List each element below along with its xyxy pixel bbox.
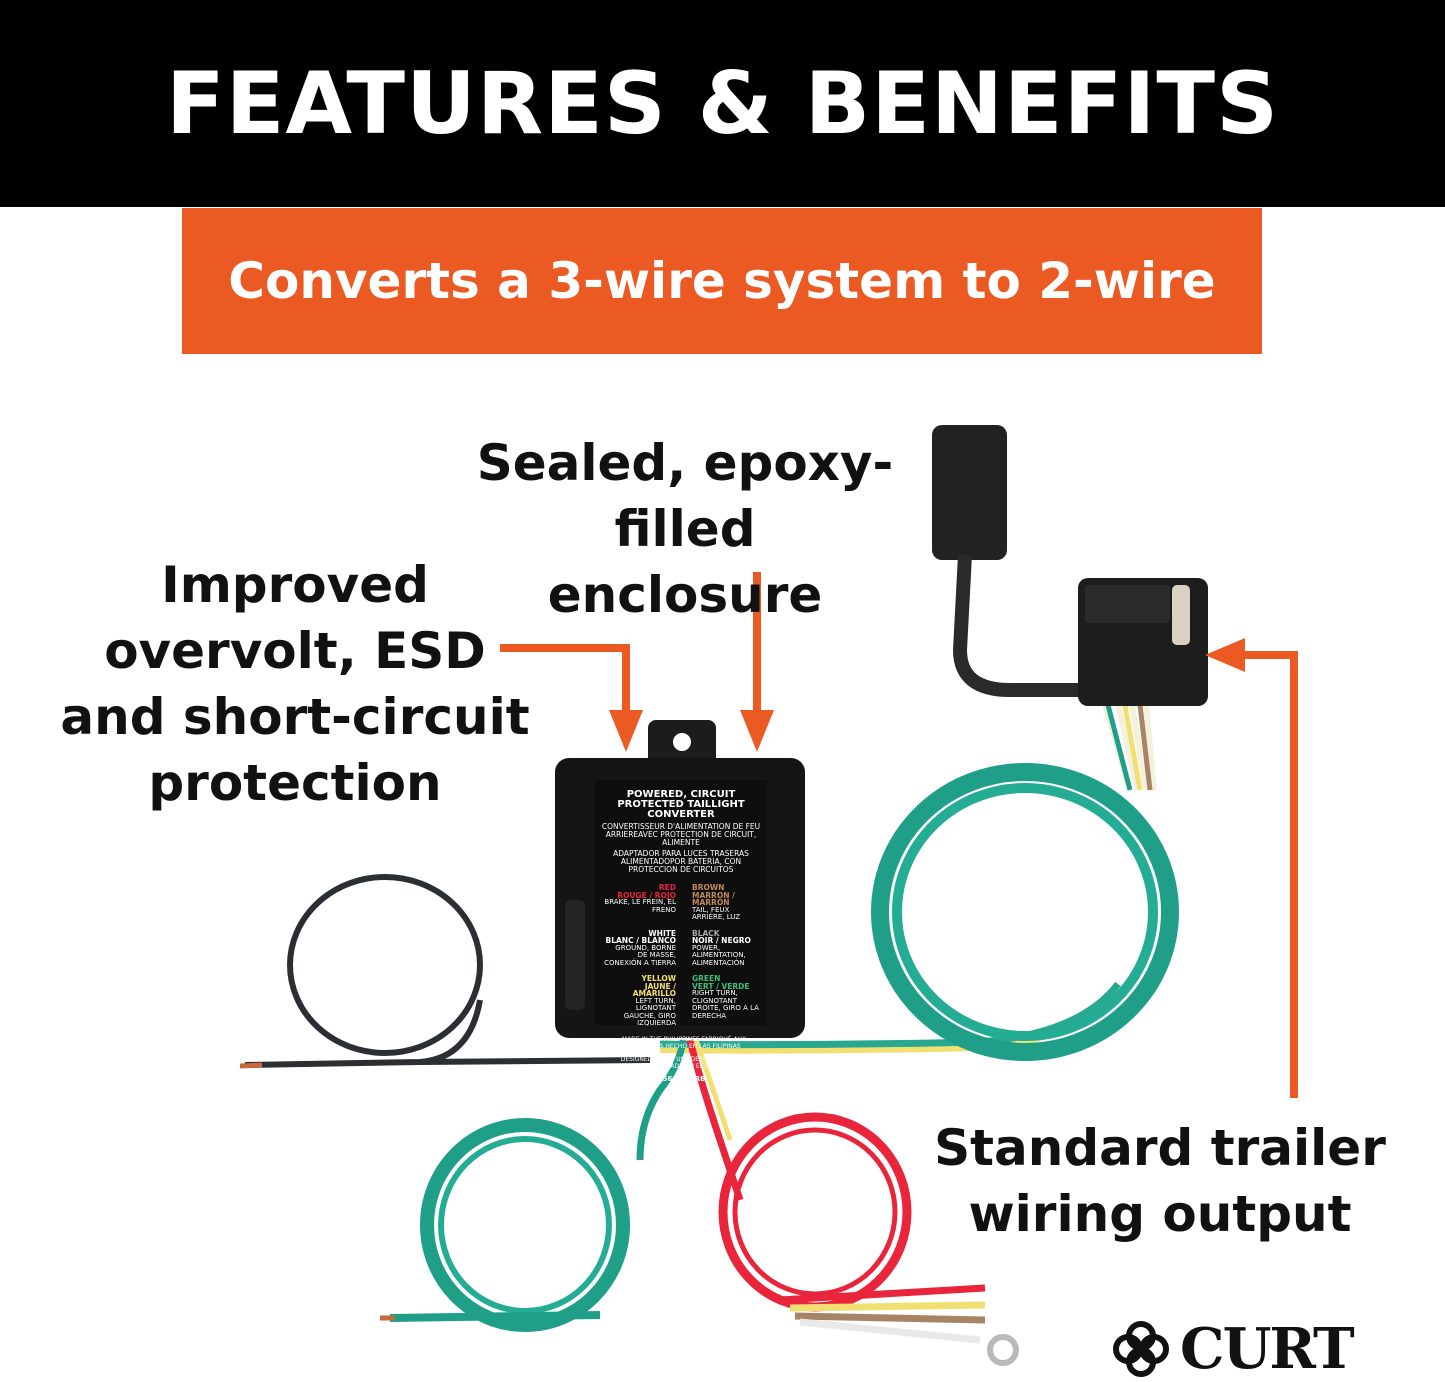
legend-desc: LEFT TURN, LIGNOTANT GAUCHE, GIRO IZQUIE… — [623, 996, 676, 1027]
red-wire-coil — [718, 1112, 912, 1312]
legend-name: BLANC / BLANCO — [605, 936, 677, 945]
legend-color: BROWN — [692, 883, 725, 892]
made-in-text: MADE IN THE PHILIPPINES FABRIQUÉ AUX PHI… — [621, 1035, 747, 1050]
arrow-head-sealed — [740, 710, 774, 752]
callout-standard-output: Standard trailer wiring output — [934, 1119, 1386, 1243]
legend-name: VERT / VERDE — [692, 981, 750, 991]
black-wire-coil — [287, 874, 483, 1056]
dust-cap — [932, 425, 1007, 560]
legend-desc: BRAKE, LE FREIN, EL FRENO — [604, 898, 676, 914]
converter-title-fr: CONVERTISSEUR D'ALIMENTATION DE FEU ARRI… — [601, 822, 761, 847]
legend-color: RED — [658, 883, 676, 892]
header-bar: FEATURES & BENEFITS — [0, 0, 1445, 207]
legend-color: YELLOW — [641, 974, 677, 983]
legend-name: ROUGE / ROJO — [617, 890, 676, 900]
black-wire-lead — [244, 999, 651, 1068]
curt-logo: CURT — [1110, 1316, 1355, 1382]
legend-name: JAUNE / AMARILLO — [632, 981, 676, 998]
converter-title: POWERED, CIRCUIT PROTECTED TAILLIGHT CON… — [617, 789, 745, 820]
legend-name: NOIR / NEGRO — [692, 936, 751, 945]
designed-in-text: DESIGNED IN THE USA DESSINÉ AUX É.-U. DI… — [620, 1055, 748, 1070]
legend-desc: TAIL, FEUX ARRIÈRE, LUZ — [692, 905, 741, 921]
converter-title-es: ADAPTADOR PARA LUCES TRASERAS ALIMENTADO… — [613, 849, 749, 874]
output-wire-coil — [871, 763, 1179, 1061]
ring-terminal — [987, 1334, 1019, 1366]
legend-color: WHITE — [648, 928, 676, 938]
callout-improved-protection: Improved overvolt, ESD and short-circuit… — [60, 556, 530, 812]
copper-tip — [239, 1062, 263, 1069]
legend-color: BLACK — [692, 928, 720, 938]
legend-desc: POWER, ALIMENTATION, ALIMENTACIÓN — [692, 943, 746, 967]
legend-color: GREEN — [692, 974, 721, 983]
arrow-head-improved — [609, 710, 643, 752]
arrow-head-standard — [1205, 638, 1245, 672]
legend-name: MARRON / MARRÓN — [692, 890, 735, 907]
legend-desc: GROUND, BORNE DE MASSE, CONEXIÓN A TIERR… — [604, 943, 676, 967]
brand-name: CURT — [1180, 1316, 1355, 1382]
legend-desc: RIGHT TURN, CLIGNOTANT DROITE, GIRO A LA… — [692, 989, 759, 1020]
curt-emblem-icon — [1113, 1321, 1169, 1377]
subtitle-banner: Converts a 3-wire system to 2-wire — [182, 208, 1262, 354]
banner-subtitle: Converts a 3-wire system to 2-wire — [228, 252, 1216, 310]
page-title: FEATURES & BENEFITS — [165, 53, 1280, 154]
callout-arrows — [500, 572, 1298, 1098]
part-number: 56642P-RB — [662, 1074, 706, 1083]
converter-label: POWERED, CIRCUIT PROTECTED TAILLIGHT CON… — [598, 790, 764, 874]
green-wire-coil — [420, 1118, 630, 1332]
callout-sealed-enclosure: Sealed, epoxy- filled enclosure — [476, 434, 894, 624]
